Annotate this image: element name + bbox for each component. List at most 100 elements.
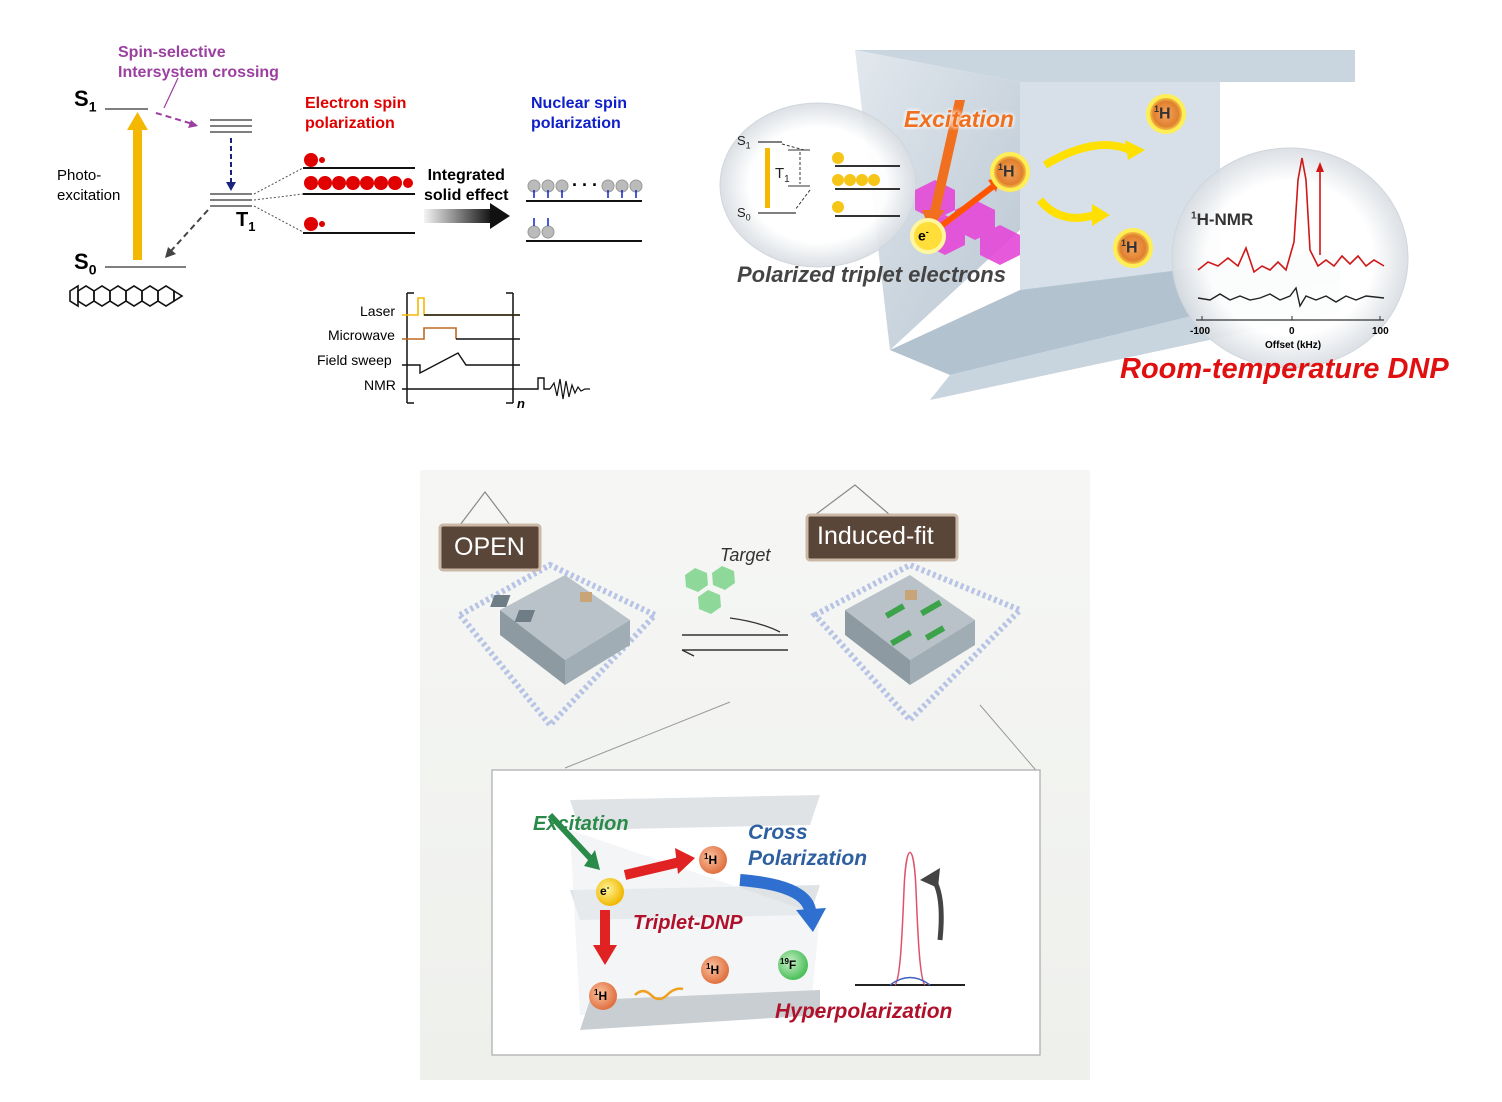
dnp-h2-sup: 1: [1154, 104, 1160, 114]
s1-sub: 1: [88, 98, 97, 115]
dnp-s1-sub: 1: [745, 140, 751, 151]
inset-f: [778, 950, 808, 980]
dnp-s0-label: S0: [737, 205, 751, 223]
cross-line1: Cross: [748, 821, 808, 844]
inset-f-label: 19F: [780, 957, 796, 972]
inset-h3-sup: 1: [594, 988, 599, 997]
dnp-electron-text: e: [918, 227, 926, 244]
open-mof-block: [500, 575, 630, 660]
room-temperature-dnp-title: Room-temperature DNP: [1120, 353, 1449, 385]
open-linker-frame: [455, 561, 661, 730]
dnp-t1-sub: 1: [784, 174, 790, 185]
laser-trace: [402, 297, 520, 316]
h-sphere-2: [1146, 94, 1186, 134]
dnp-h3-text: H: [1126, 239, 1138, 257]
electron-population: [304, 153, 413, 231]
channel-top-wall: [855, 50, 1355, 82]
t1-label: T1: [236, 209, 255, 234]
open-sign: [438, 523, 542, 572]
inset-h2-text: H: [710, 963, 720, 977]
inset-h2-sup: 1: [706, 962, 711, 971]
nmr-black-spectrum: [1197, 286, 1385, 308]
inset-f-text: F: [788, 958, 797, 972]
electron-line1: Electron spin: [305, 95, 407, 112]
photo-line1: Photo-: [57, 167, 102, 184]
hyperpolarized-peak: [894, 852, 926, 986]
energy-level-inset: [719, 102, 917, 268]
spin-selective-line1: Spin-selective: [118, 44, 226, 61]
inset-h-1: [699, 846, 727, 874]
induced-fit-linker-frame: [810, 561, 1026, 725]
spin-selective-label: Spin-selective Intersystem crossing: [118, 43, 279, 83]
target-molecules: [685, 566, 735, 614]
jablonski-graphics: [69, 77, 643, 308]
s1-text: S: [74, 86, 89, 111]
repeat-n-label: n: [517, 396, 525, 411]
nuclear-line2: polarization: [531, 115, 621, 132]
laser-label: Laser: [360, 303, 396, 319]
nmr-red-spectrum: [1197, 157, 1385, 274]
dnp-h2-text: H: [1159, 105, 1171, 123]
excitation-arrow: [928, 100, 965, 220]
inset-h-3: [589, 982, 617, 1010]
inset-h1-sup: 1: [704, 852, 709, 861]
inset-electron: [596, 878, 624, 906]
channel-back-wall: [1020, 82, 1220, 290]
tick-0: 0: [1289, 326, 1295, 337]
tick-minus100: -100: [1190, 326, 1211, 337]
inset-h-2: [701, 956, 729, 984]
spin-selective-line2: Intersystem crossing: [118, 64, 279, 81]
triplet-sublevels: [832, 152, 880, 213]
inset-h1-text: H: [708, 853, 718, 867]
microwave-trace: [402, 327, 457, 340]
photo-line2: excitation: [57, 187, 121, 204]
dnp-s1-text: S: [737, 133, 746, 148]
inset-electron-text: e: [600, 884, 607, 898]
electron-sphere: [910, 218, 946, 254]
open-sign-text: OPEN: [454, 533, 525, 561]
offset-axis-label: Offset (kHz): [1265, 340, 1322, 351]
dnp-t1-label: T1: [775, 165, 790, 185]
nuclear-population: [527, 179, 643, 239]
s0-label: S0: [74, 249, 96, 277]
h-sphere-1: [990, 152, 1030, 192]
inset-h2-label: 1H: [706, 962, 719, 977]
inset-f-sup: 19: [780, 957, 789, 966]
inset-electron-sup: -: [606, 883, 610, 892]
s0-text: S: [74, 249, 89, 274]
pentacene-molecule: [69, 284, 184, 308]
isc-arrow: [155, 112, 197, 126]
induced-fit-mof-block: [845, 575, 975, 660]
dnp-h1-label: 1H: [998, 162, 1015, 181]
mof-graphics: [420, 470, 1090, 1080]
ise-line1: Integrated: [427, 167, 505, 184]
cross-polarization-label: Cross Polarization: [748, 820, 867, 872]
triplet-dnp-label: Triplet-DNP: [633, 912, 743, 934]
induced-fit-sign: [805, 513, 959, 562]
microwave-label: Microwave: [328, 327, 395, 343]
dnp-t1-text: T: [775, 165, 785, 182]
electron-spin-label: Electron spin polarization: [305, 94, 406, 134]
ise-label: Integrated solid effect: [424, 166, 508, 206]
dnp-s0-sub: 0: [745, 212, 751, 223]
inset-h3-text: H: [598, 989, 608, 1003]
photoexcitation-label: Photo- excitation: [57, 166, 120, 206]
ise-line2: solid effect: [424, 187, 509, 204]
h-sphere-3: [1113, 228, 1153, 268]
target-label: Target: [720, 545, 771, 565]
h-nmr-label: 1H-NMR: [1191, 210, 1253, 230]
dnp-graphics: [719, 50, 1409, 400]
inset-excitation-label: Excitation: [533, 813, 629, 835]
dnp-h3-sup: 1: [1121, 238, 1127, 248]
dnp-s1-label: S1: [737, 133, 751, 151]
ise-arrow: [424, 209, 492, 223]
t1-sub: 1: [248, 219, 256, 234]
field-sweep-trace: [402, 352, 520, 375]
tick-100: 100: [1372, 326, 1389, 337]
ellipsis-text: . . .: [572, 170, 598, 190]
dnp-s0-text: S: [737, 205, 746, 220]
electron-line2: polarization: [305, 115, 395, 132]
fid-trace: [549, 378, 590, 400]
inset-h1-label: 1H: [704, 852, 717, 867]
dnp-h2-label: 1H: [1154, 104, 1171, 123]
